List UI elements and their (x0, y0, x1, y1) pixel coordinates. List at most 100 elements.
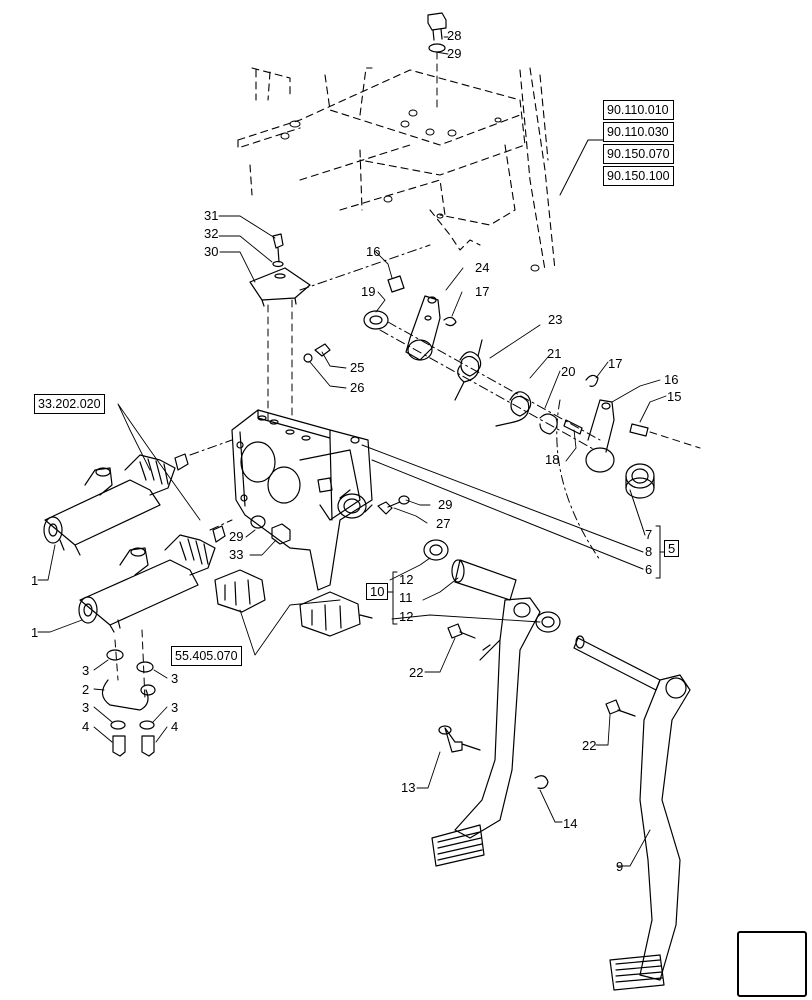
washer-3b-shape (136, 661, 154, 673)
clip-14-shape (534, 775, 549, 789)
master-cylinder-lower-shape (78, 525, 226, 633)
callout-29-right: 29 (438, 497, 453, 512)
bolt-22b-shape (605, 699, 636, 717)
callout-22-right: 22 (582, 738, 597, 753)
callout-15: 15 (667, 389, 682, 404)
callout-17-upper: 17 (475, 284, 490, 299)
screw-25-shape (314, 343, 331, 357)
callout-4-right: 4 (171, 719, 179, 734)
callout-25: 25 (350, 360, 365, 375)
callout-28: 28 (447, 28, 462, 43)
pin-13-shape (444, 727, 481, 753)
master-cylinder-upper-shape (43, 453, 189, 556)
callout-3-left-1: 3 (82, 663, 90, 678)
washer-32-shape (272, 260, 284, 268)
callout-13: 13 (401, 780, 416, 795)
pipe-2-shape (101, 679, 149, 711)
callout-3-right-2: 3 (171, 700, 179, 715)
bushing-boss-shape (337, 493, 367, 519)
next-page-button[interactable] (737, 931, 807, 997)
clutch-pedal-shape (431, 597, 541, 867)
callout-21: 21 (547, 346, 562, 361)
top-ref-leader (559, 139, 604, 196)
callout-22-left: 22 (409, 665, 424, 680)
callout-1-lower: 1 (31, 625, 39, 640)
bushing-7-shape (625, 463, 655, 499)
ref-code-1[interactable]: 90.110.010 (603, 100, 674, 120)
callout-18: 18 (545, 452, 560, 467)
lever-16b-shape (585, 399, 615, 473)
cab-frame-holes (280, 109, 540, 272)
bolt-4b-shape (141, 735, 155, 757)
callout-12-upper: 12 (399, 572, 414, 587)
callout-4-left: 4 (82, 719, 90, 734)
top-right-reference-codes: 90.110.010 90.110.030 90.150.070 90.150.… (603, 100, 674, 188)
callout-30: 30 (204, 244, 219, 259)
bushing-12a-shape (423, 539, 449, 561)
callout-16-upper: 16 (366, 244, 381, 259)
callout-3-left-2: 3 (82, 700, 90, 715)
group-bracket-right (655, 525, 661, 579)
washer-26-shape (303, 353, 313, 363)
brake-shaft-shape (573, 635, 661, 691)
callout-2: 2 (82, 682, 90, 697)
callout-24: 24 (475, 260, 490, 275)
lever-24-shape (405, 295, 441, 361)
pin-16-shape (387, 275, 405, 293)
screw-27-shape (377, 501, 401, 515)
washer-3d-shape (139, 720, 155, 730)
callout-8: 8 (645, 544, 653, 559)
callout-33: 33 (229, 547, 244, 562)
bolt-22a-shape (447, 623, 476, 639)
bolt-28-shape (427, 12, 447, 41)
washer-29-shape (428, 43, 446, 53)
callout-31: 31 (204, 208, 219, 223)
washer-29-lower-shape (250, 515, 266, 529)
callout-16-lower: 16 (664, 372, 679, 387)
callout-29: 29 (447, 46, 462, 61)
callout-11: 11 (399, 590, 413, 605)
callout-26: 26 (350, 380, 365, 395)
spring-21-shape (495, 391, 532, 427)
washer-29-right-shape (398, 495, 410, 505)
callout-1-upper: 1 (31, 573, 39, 588)
ref-code-master-cylinder[interactable]: 33.202.020 (34, 394, 105, 414)
pin-15-shape (629, 423, 649, 437)
callout-6: 6 (645, 562, 653, 577)
callout-17-lower: 17 (608, 356, 623, 371)
callout-29-lower: 29 (229, 529, 244, 544)
pin-18-shape (563, 419, 583, 435)
callout-23: 23 (548, 312, 563, 327)
ref-code-3[interactable]: 90.150.070 (603, 144, 674, 164)
callout-14: 14 (563, 816, 578, 831)
callout-20: 20 (561, 364, 576, 379)
group-box-5: 5 (664, 540, 680, 557)
nut-33-shape (271, 523, 291, 545)
callout-12-lower: 12 (399, 609, 414, 624)
callout-32: 32 (204, 226, 219, 241)
ref-code-switches[interactable]: 55.405.070 (171, 646, 242, 666)
callout-3-right-1: 3 (171, 671, 179, 686)
spring-23-shape (454, 339, 483, 401)
callout-leaders (37, 36, 667, 867)
bracket-30-shape (249, 267, 311, 307)
cab-frame-outline (237, 67, 556, 271)
pedal-shaft-11-shape (451, 559, 517, 601)
group-box-10: 10 (366, 583, 389, 600)
bolt-31-shape (272, 233, 284, 263)
group-bracket-left (392, 571, 398, 625)
washer-3a-shape (106, 649, 124, 661)
ref-code-2[interactable]: 90.110.030 (603, 122, 674, 142)
pedal-bracket-shape (231, 409, 373, 591)
clip-17b-shape (585, 374, 599, 387)
brake-pedal-shape (609, 674, 691, 991)
callout-7: 7 (645, 527, 653, 542)
callout-9: 9 (616, 859, 624, 874)
bolt-4a-shape (112, 735, 126, 757)
ref-code-4[interactable]: 90.150.100 (603, 166, 674, 186)
washer-3c-shape (110, 720, 126, 730)
callout-27: 27 (436, 516, 451, 531)
switches-shape (214, 569, 373, 637)
bushing-19-shape (363, 310, 389, 330)
